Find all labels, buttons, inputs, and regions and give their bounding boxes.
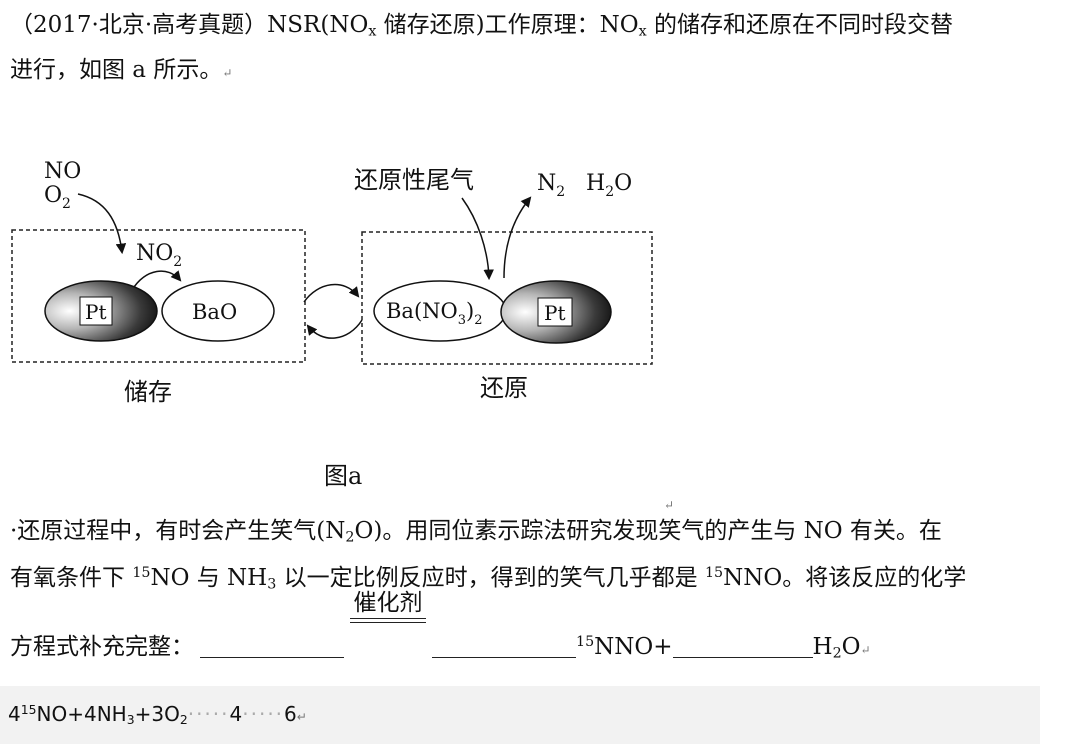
pt-right-label-box: [537, 297, 573, 327]
bao-ellipse: [161, 280, 275, 342]
storage-label: 储存: [124, 378, 172, 406]
catalyst-arrow: 催化剂: [350, 590, 426, 654]
arrow-to-storage: [306, 319, 363, 339]
pt-left-label: Pt: [85, 300, 107, 324]
arrow-inputs: [77, 193, 127, 255]
input-no: NO: [44, 159, 81, 184]
bao-label: BaO: [192, 300, 237, 324]
reducing-gas-label: 还原性尾气: [354, 166, 474, 194]
pt-left-label-box: [79, 296, 113, 326]
pt-right-label: Pt: [544, 301, 566, 325]
intro-line-1: （2017·北京·高考真题）NSR(NOx 储存还原)工作原理：NOx 的储存和…: [10, 12, 953, 40]
n2-label: N2: [537, 171, 565, 200]
arrow-to-reduction: [303, 283, 360, 303]
intro-line-2: 进行，如图 a 所示。↵: [10, 57, 233, 83]
arrow-pt-to-bao: [131, 270, 182, 291]
answer-equation: 415NO+4NH3+3O2·····4·····6↵: [8, 702, 307, 728]
question-line-2: 有氧条件下 15NO 与 NH3 以一定比例反应时，得到的笑气几乎都是 15NN…: [10, 564, 967, 593]
ba-no3-label: Ba(NO3)2: [386, 299, 483, 328]
input-o2: O2: [44, 183, 71, 212]
reduction-box: [361, 231, 653, 365]
nsr-diagram: NO O2 NO2 Pt BaO 还原性尾气 N2 H2O Ba(NO3)2 P…: [11, 159, 653, 490]
blank-reactants[interactable]: [200, 631, 344, 658]
reduction-label: 还原: [480, 374, 528, 402]
return-mark: ↵: [664, 498, 675, 512]
blank-coef-nno[interactable]: [432, 631, 576, 658]
question-line-1: ·还原过程中，有时会产生笑气(N2O)。用同位素示踪法研究发现笑气的产生与 NO…: [10, 518, 942, 546]
no2-label: NO2: [136, 241, 182, 270]
arrow-reducing-gas: [461, 197, 494, 281]
storage-box: [11, 229, 306, 363]
arrow-products: [503, 196, 532, 279]
answer-box: 415NO+4NH3+3O2·····4·····6↵: [0, 686, 1040, 744]
figure-caption: 图a: [324, 462, 362, 490]
h2o-label: H2O: [586, 171, 632, 200]
blank-coef-h2o[interactable]: [672, 631, 813, 658]
